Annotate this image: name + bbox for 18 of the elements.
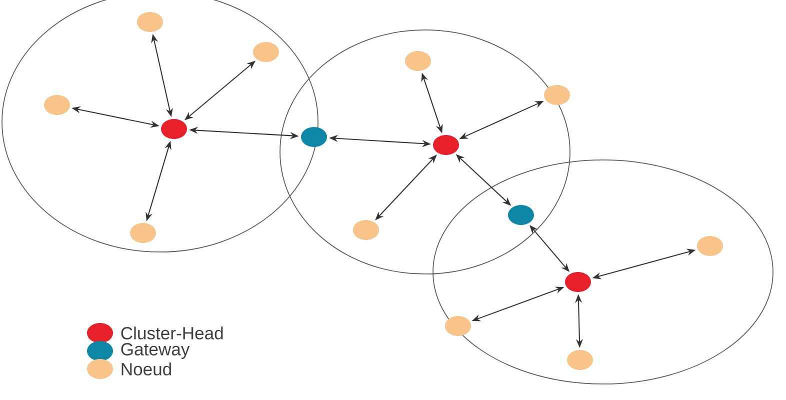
node-dot (353, 220, 379, 240)
node-dot (44, 95, 70, 115)
node-dot (137, 12, 163, 32)
node-dot (405, 51, 431, 71)
legend-label: Gateway (121, 343, 190, 359)
node-dot (544, 85, 570, 105)
cluster-head-dot (565, 272, 591, 292)
legend-label: Noeud (122, 362, 171, 376)
node-dot (445, 316, 471, 336)
node-dot (253, 42, 279, 62)
gateway-dot (508, 205, 534, 225)
cluster-head-dot (433, 135, 459, 155)
cluster-head-dot (161, 119, 187, 139)
gateway-dot (301, 127, 327, 147)
node-dot (567, 350, 593, 370)
node-dot (697, 236, 723, 256)
legend-label: Cluster-Head (121, 326, 223, 340)
node-dot (130, 223, 156, 243)
